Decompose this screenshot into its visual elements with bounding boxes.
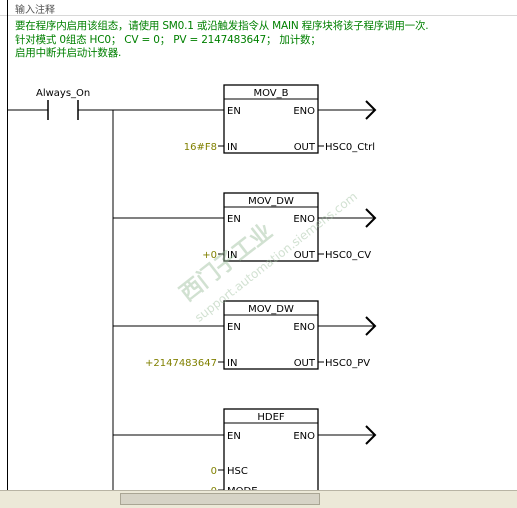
- left-power-rail: [7, 0, 8, 508]
- hsc-pin: HSC: [227, 466, 248, 477]
- out-pin: OUT: [294, 142, 316, 153]
- in-pin: IN: [227, 142, 237, 153]
- box-title: MOV_B: [253, 88, 288, 99]
- in-operand[interactable]: +0: [202, 250, 217, 261]
- hsc-operand[interactable]: 0: [211, 466, 217, 477]
- eno-pin: ENO: [293, 322, 315, 333]
- in-pin: IN: [227, 358, 237, 369]
- en-pin: EN: [227, 322, 241, 333]
- contact-label: Always_On: [36, 88, 90, 99]
- eno-coil-arrow: [318, 425, 377, 445]
- box-title: MOV_DW: [248, 196, 294, 207]
- comment-line: 启用中断并启动计数器.: [15, 47, 122, 59]
- in-pin: IN: [227, 250, 237, 261]
- comment-header[interactable]: 输入注释: [0, 0, 517, 16]
- en-pin: EN: [227, 214, 241, 225]
- en-pin: EN: [227, 106, 241, 117]
- comment-line: 针对模式 0组态 HC0； CV = 0； PV = 2147483647； 加…: [15, 33, 321, 46]
- eno-coil-arrow: [318, 208, 377, 228]
- eno-coil-arrow: [318, 100, 377, 120]
- eno-pin: ENO: [293, 431, 315, 442]
- box-title: MOV_DW: [248, 304, 294, 315]
- mov-dw-box[interactable]: MOV_DW EN ENO IN OUT: [223, 300, 319, 370]
- comment-line: 要在程序内启用该组态，请使用 SM0.1 或沿触发指令从 MAIN 程序块将该子…: [15, 20, 429, 32]
- horizontal-scrollbar[interactable]: [0, 490, 517, 508]
- comment-placeholder: 输入注释: [15, 5, 55, 16]
- in-operand[interactable]: +2147483647: [145, 358, 217, 369]
- en-pin: EN: [227, 431, 241, 442]
- out-operand[interactable]: HSC0_CV: [325, 250, 371, 261]
- mov-dw-box[interactable]: MOV_DW EN ENO IN OUT: [223, 192, 319, 262]
- out-operand[interactable]: HSC0_PV: [325, 358, 370, 369]
- eno-pin: ENO: [293, 214, 315, 225]
- eno-pin: ENO: [293, 106, 315, 117]
- out-pin: OUT: [294, 250, 316, 261]
- always-on-contact[interactable]: [47, 100, 79, 120]
- out-operand[interactable]: HSC0_Ctrl: [325, 142, 375, 153]
- eno-coil-arrow: [318, 316, 377, 336]
- box-title: HDEF: [257, 412, 285, 423]
- scrollbar-thumb[interactable]: [120, 493, 320, 505]
- network-comment[interactable]: 要在程序内启用该组态，请使用 SM0.1 或沿触发指令从 MAIN 程序块将该子…: [15, 20, 515, 61]
- hdef-box[interactable]: HDEF EN ENO HSC MODE: [223, 408, 319, 500]
- mov-b-box[interactable]: MOV_B EN ENO IN OUT: [223, 84, 319, 154]
- in-operand[interactable]: 16#F8: [184, 142, 217, 153]
- out-pin: OUT: [294, 358, 316, 369]
